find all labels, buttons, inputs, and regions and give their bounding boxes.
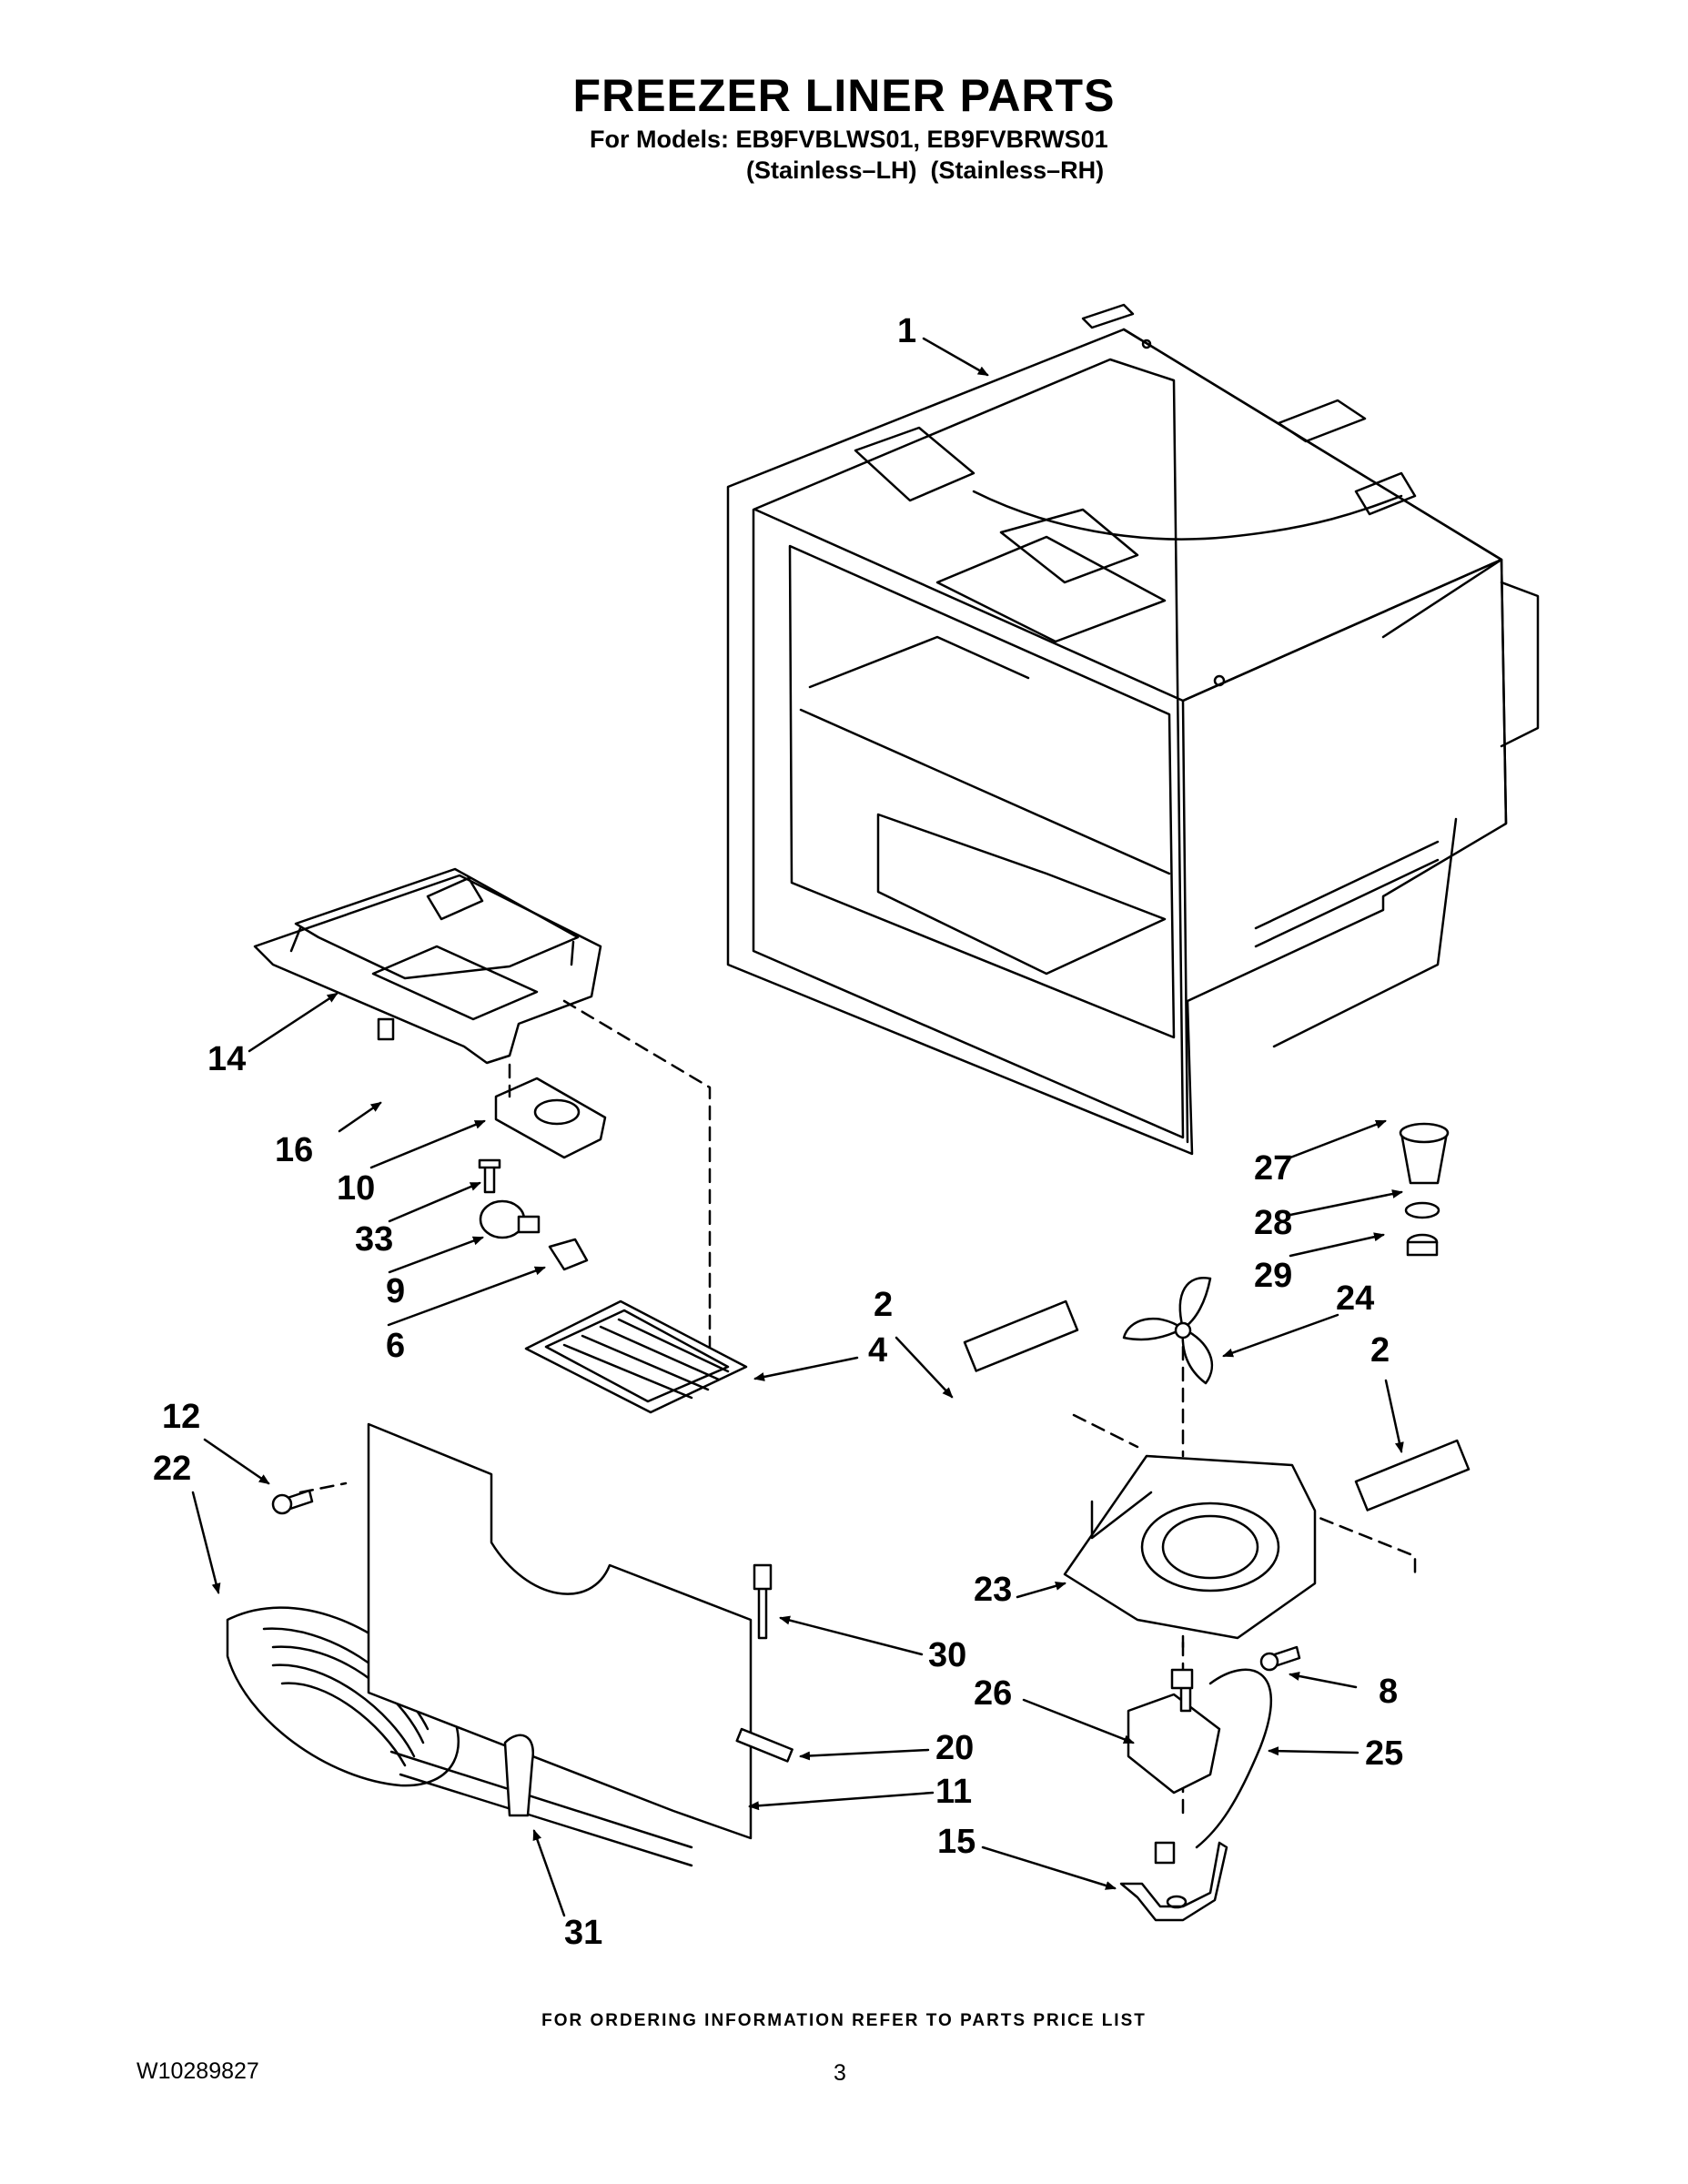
callout-31: 31 <box>564 1914 603 1952</box>
harness-part-25 <box>1195 1668 1272 1849</box>
light-socket-part-6 <box>548 1238 589 1271</box>
callout-20: 20 <box>935 1729 975 1767</box>
gasket-part-2-right <box>1354 1439 1471 1512</box>
callout-33: 33 <box>355 1220 394 1259</box>
callout-27: 27 <box>1254 1149 1293 1188</box>
callout-4: 4 <box>868 1331 888 1370</box>
callout-29: 29 <box>1254 1257 1293 1295</box>
callout-28: 28 <box>1254 1204 1293 1242</box>
fan-motor-part-26 <box>1127 1668 1221 1795</box>
callout-8: 8 <box>1379 1673 1399 1711</box>
callout-arrows <box>191 337 1404 1917</box>
callout-30: 30 <box>928 1636 967 1674</box>
callout-11: 11 <box>935 1773 973 1811</box>
callout-25: 25 <box>1365 1734 1404 1773</box>
light-housing-part-14 <box>253 867 602 1065</box>
thermistor-part-30 <box>753 1563 773 1640</box>
callout-22: 22 <box>153 1450 192 1488</box>
callout-10: 10 <box>337 1169 376 1208</box>
callout-23: 23 <box>974 1571 1013 1609</box>
gasket-part-2-left <box>963 1299 1079 1372</box>
motor-bracket-part-15 <box>1119 1841 1228 1922</box>
screw-part-33 <box>478 1158 501 1194</box>
callout-9: 9 <box>386 1272 406 1310</box>
page-title: FREEZER LINER PARTS <box>572 70 1116 121</box>
ordering-note: FOR ORDERING INFORMATION REFER TO PARTS … <box>541 2011 1147 2030</box>
document-number: W10289827 <box>136 2058 259 2084</box>
light-shield-part-4 <box>524 1299 748 1414</box>
callout-15: 15 <box>937 1823 976 1861</box>
models-line: For Models: EB9FVBLWS01, EB9FVBRWS01 <box>590 126 1108 153</box>
plug-part-29 <box>1406 1233 1439 1257</box>
callout-26: 26 <box>974 1674 1013 1713</box>
screw-part-12 <box>271 1489 314 1515</box>
insulation-strip-part-20 <box>735 1727 793 1763</box>
callout-16: 16 <box>275 1131 314 1169</box>
seal-part-28 <box>1404 1201 1440 1219</box>
callout-2-left: 2 <box>874 1286 894 1324</box>
callout-12: 12 <box>162 1398 201 1436</box>
variants-line: (Stainless–LH) (Stainless–RH) <box>746 157 1105 184</box>
callout-24: 24 <box>1336 1279 1375 1318</box>
light-bulb-part-9 <box>479 1199 541 1239</box>
callout-6: 6 <box>386 1327 406 1365</box>
evaporator-cover-part-11 <box>367 1422 753 1867</box>
callout-14: 14 <box>207 1040 247 1078</box>
bulb-cover-part-27 <box>1399 1122 1450 1185</box>
clip-part-16 <box>377 1017 395 1041</box>
screw-part-8 <box>1259 1645 1301 1672</box>
freezer-liner-part-1 <box>726 303 1540 1156</box>
fan-housing-part-23 <box>1063 1454 1317 1640</box>
thermistor-clip-part-31 <box>503 1734 535 1817</box>
light-socket-part-10 <box>494 1077 607 1159</box>
page-number: 3 <box>834 2060 846 2086</box>
fan-blade-part-24 <box>1122 1277 1214 1385</box>
callout-1: 1 <box>897 312 917 350</box>
callout-2-right: 2 <box>1370 1331 1390 1370</box>
